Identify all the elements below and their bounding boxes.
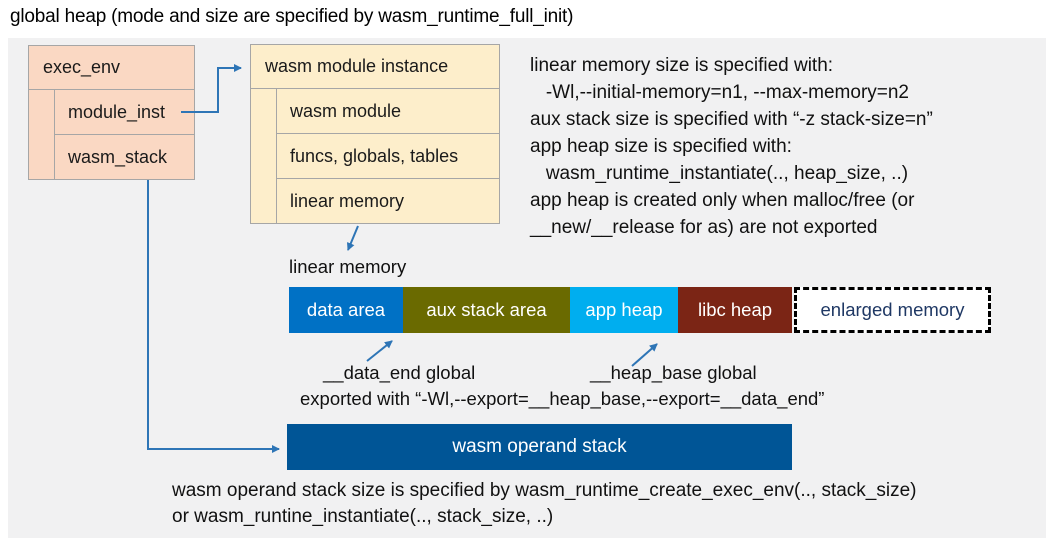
module-instance-row-linear-memory: linear memory bbox=[277, 178, 499, 223]
data-end-global-label: __data_end global bbox=[323, 362, 476, 383]
note-line: __new/__release for as) are not exported bbox=[530, 217, 878, 238]
note-line: app heap size is specified with: bbox=[530, 136, 792, 157]
note-line: app heap is created only when malloc/fre… bbox=[530, 190, 915, 211]
segment-data-area: data area bbox=[289, 287, 403, 333]
page-title: global heap (mode and size are specified… bbox=[10, 6, 574, 27]
export-note: exported with “-Wl,--export=__heap_base,… bbox=[300, 388, 825, 409]
exec-env-row-wasm-stack: wasm_stack bbox=[55, 134, 194, 179]
segment-libc-heap: libc heap bbox=[678, 287, 792, 333]
linear-memory-label: linear memory bbox=[289, 256, 407, 277]
module-instance-rows: wasm module funcs, globals, tables linea… bbox=[276, 89, 499, 223]
exec-env-row-module-inst: module_inst bbox=[68, 101, 166, 122]
module-instance-row-funcs-globals-tables: funcs, globals, tables bbox=[277, 133, 499, 178]
notes-operand-stack-size: wasm operand stack size is specified by … bbox=[172, 478, 917, 530]
module-instance-box: wasm module instance wasm module funcs, … bbox=[250, 44, 500, 224]
linear-memory-bar: data area aux stack area app heap libc h… bbox=[289, 287, 792, 333]
exec-env-header: exec_env bbox=[29, 46, 194, 90]
segment-enlarged-memory: enlarged memory bbox=[794, 287, 991, 333]
note-line: aux stack size is specified with “-z sta… bbox=[530, 109, 933, 130]
heap-base-global-label: __heap_base global bbox=[590, 362, 757, 383]
segment-app-heap: app heap bbox=[570, 287, 678, 333]
note-line: wasm operand stack size is specified by … bbox=[172, 480, 917, 501]
note-line: -Wl,--initial-memory=n1, --max-memory=n2 bbox=[530, 82, 909, 103]
note-line: linear memory size is specified with: bbox=[530, 55, 834, 76]
wasm-operand-stack-bar: wasm operand stack bbox=[287, 424, 792, 470]
notes-memory-sizes: linear memory size is specified with: -W… bbox=[530, 52, 933, 241]
segment-aux-stack-area: aux stack area bbox=[403, 287, 570, 333]
exec-env-box: exec_env module_inst wasm_stack bbox=[28, 45, 195, 180]
exec-env-rows: module_inst wasm_stack bbox=[54, 90, 194, 179]
note-line: wasm_runtime_instantiate(.., heap_size, … bbox=[530, 163, 909, 184]
module-instance-row-wasm-module: wasm module bbox=[290, 100, 402, 121]
note-line: or wasm_runtine_instantiate(.., stack_si… bbox=[172, 506, 554, 527]
module-instance-header: wasm module instance bbox=[251, 45, 499, 89]
